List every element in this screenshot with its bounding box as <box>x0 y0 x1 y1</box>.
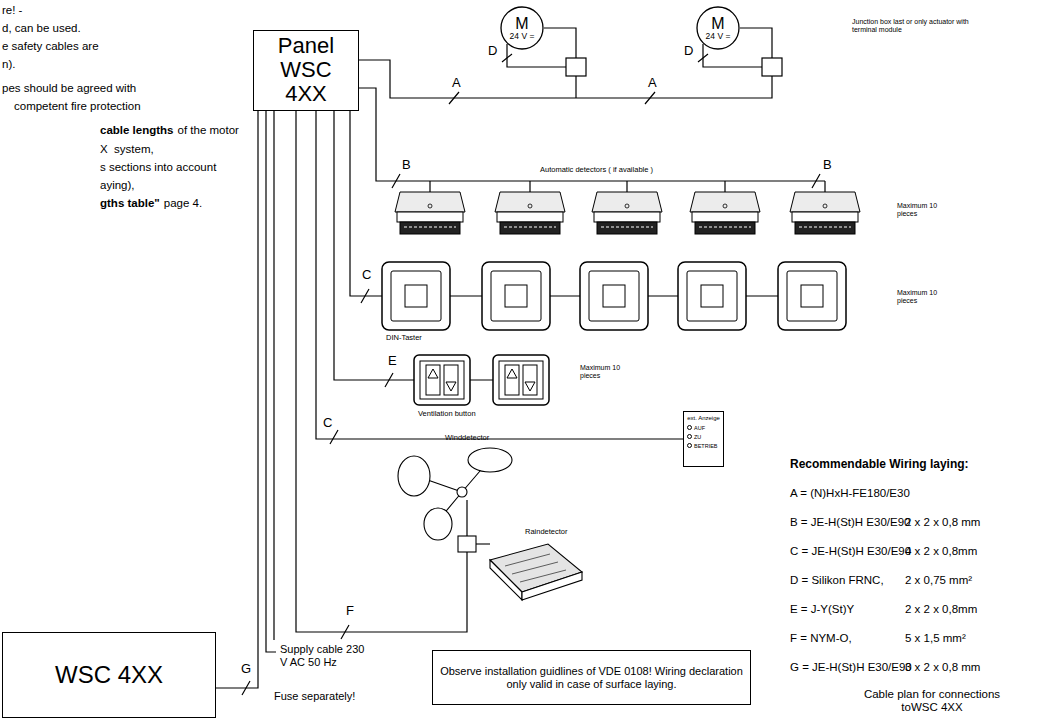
annotation-text: Winddetector <box>445 434 489 443</box>
annotation-text: D <box>684 44 693 59</box>
annotation-text: A = (N)HxH-FE180/E30 <box>790 487 910 500</box>
annotation-text: E <box>388 354 397 369</box>
diagram-caption: Cable plan for connections toWSC 4XX <box>862 688 1002 714</box>
cable-letter: C <box>322 416 333 430</box>
annotation-text: Raindetector <box>525 528 568 537</box>
control-panel: WSC 4XX <box>2 632 216 718</box>
node-text: AUF <box>694 425 705 431</box>
node-text: WSC 4XX <box>55 662 163 688</box>
annotation-text: Recommendable Wiring laying: <box>790 458 969 472</box>
note-box: Observe installation guidlines of VDE 01… <box>432 650 751 705</box>
annotation-text: gths table" <box>100 197 160 210</box>
annotation-text: A <box>648 76 657 91</box>
node-text: 24 V = <box>510 32 535 41</box>
cable-slash-marks <box>242 54 820 695</box>
annotation-text: n). <box>2 58 15 71</box>
cable-letter: G <box>240 662 252 676</box>
annotation-text: page 4. <box>164 197 202 210</box>
annotation-text: 2 x 2 x 0,8 mm <box>905 516 980 529</box>
motor-actuator: M24 V = <box>500 6 544 50</box>
node-text: BETRIEB <box>694 443 718 449</box>
annotation-text: F = NYM-O, <box>790 632 852 645</box>
node-text: M <box>515 15 528 33</box>
annotation-text: Maximum 10 pieces <box>897 202 953 218</box>
annotation-text: 5 x 1,5 mm² <box>905 632 966 645</box>
circle-shape <box>697 7 739 49</box>
annotation-text: D <box>488 44 497 59</box>
motor-actuator: M24 V = <box>696 6 740 50</box>
annotation-text: Automatic detectors ( if available ) <box>540 166 653 175</box>
indicator-dot <box>687 443 692 448</box>
circle-shape <box>501 7 543 49</box>
annotation-text: cable lengths <box>100 124 174 137</box>
annotation-text: B <box>402 158 411 173</box>
cable-connector <box>216 111 258 688</box>
annotation-text: C = JE-H(St)H E30/E90 <box>790 545 911 558</box>
annotation-text: X system, <box>100 143 154 156</box>
annotation-text: Supply cable 230 V AC 50 Hz <box>280 643 372 668</box>
annotation-text: Fuse separately! <box>274 690 355 703</box>
annotation-text: Junction box last or only actuator with … <box>852 18 972 34</box>
external-display: ext. AnzeigeAUF ZU BETRIEB <box>683 411 724 467</box>
cable-b <box>359 88 825 192</box>
junction-box <box>762 58 782 76</box>
node-text: 24 V = <box>706 32 731 41</box>
indicator-dot <box>687 425 692 430</box>
annotation-text: DIN-Taster <box>386 334 422 343</box>
node-text: ext. Anzeige <box>687 415 720 422</box>
annotation-text: E = J-Y(St)Y <box>790 603 854 616</box>
junction-box <box>566 58 586 76</box>
annotation-text: 2 x 2 x 0,8mm <box>905 603 977 616</box>
annotation-text: s sections into account <box>100 161 216 174</box>
annotation-text: A <box>452 76 461 91</box>
node-text: Panel WSC 4XX <box>257 34 355 107</box>
annotation-text: re! - <box>2 4 22 17</box>
annotation-text: C <box>362 268 371 283</box>
annotation-text: G = JE-H(St)H E30/E90 <box>790 661 912 674</box>
supply-cable <box>266 103 276 652</box>
indicator-row: BETRIEB <box>687 443 720 449</box>
indicator-row: AUF <box>687 425 720 431</box>
annotation-text: B <box>823 158 832 173</box>
cable-connector <box>316 111 683 439</box>
node-text: Observe installation guidlines of VDE 01… <box>436 665 747 689</box>
indicator-dot <box>687 434 692 439</box>
annotation-text: 4 x 2 x 0,8mm <box>905 545 977 558</box>
annotation-text: d, can be used. <box>2 22 81 35</box>
wind-rain-detector <box>398 448 582 600</box>
annotation-text: e safety cables are <box>2 40 99 53</box>
annotation-text: D = Silikon FRNC, <box>790 574 884 587</box>
annotation-text: competent fire protection <box>14 100 141 113</box>
annotation-text: Maximum 10 pieces <box>897 289 953 305</box>
cable-e <box>334 103 493 380</box>
annotation-text: 3 x 2 x 0,8 mm <box>905 661 980 674</box>
annotation-text: Maximum 10 pieces <box>580 364 636 380</box>
annotation-text: aying), <box>100 179 135 192</box>
annotation-text: F <box>346 604 354 619</box>
annotation-text: 2 x 0,75 mm² <box>905 574 972 587</box>
annotation-text: B = JE-H(St)H E30/E90 <box>790 516 910 529</box>
annotation-text: pes should be agreed with <box>2 82 136 95</box>
indicator-row: ZU <box>687 434 720 440</box>
node-text: M <box>711 15 724 33</box>
control-panel: Panel WSC 4XX <box>253 30 359 111</box>
node-text: ZU <box>694 434 701 440</box>
annotation-text: of the motor <box>178 124 239 137</box>
annotation-text: Ventilation button <box>418 410 476 419</box>
